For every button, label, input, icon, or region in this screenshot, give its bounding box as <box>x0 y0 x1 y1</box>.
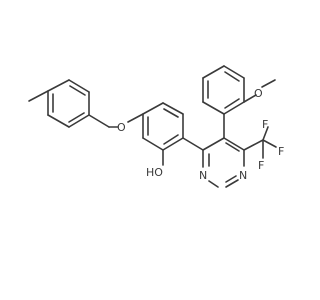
atom-label-methoxy-oxygen: O <box>254 87 263 100</box>
bond <box>225 179 239 188</box>
bond <box>225 175 237 183</box>
bond <box>182 137 204 151</box>
bond <box>202 65 225 79</box>
bond <box>243 94 257 103</box>
bond <box>225 142 240 152</box>
molecule-structure: O O HO N N F F F <box>28 65 284 188</box>
bond <box>68 112 85 123</box>
atom-label-nitrogen-1: N <box>239 169 247 182</box>
atom-label-nitrogen-3: N <box>199 169 207 182</box>
atom-labels: O O HO N N F F F <box>117 87 284 182</box>
bond <box>162 137 184 151</box>
bond <box>223 101 245 115</box>
bond <box>69 85 86 96</box>
bond <box>261 79 276 88</box>
bond <box>163 134 179 145</box>
bond <box>47 114 70 128</box>
bond <box>223 65 245 79</box>
bond <box>163 108 179 118</box>
atom-label-ether-oxygen: O <box>117 121 126 134</box>
bond <box>202 137 225 151</box>
bond <box>68 79 90 93</box>
atom-label-fluorine-3: F <box>258 159 264 172</box>
bond <box>243 139 264 151</box>
bond <box>208 180 219 188</box>
bond <box>68 114 90 128</box>
bond <box>162 102 184 115</box>
bond <box>142 102 164 115</box>
bond <box>224 71 240 82</box>
bond <box>28 90 49 102</box>
bond <box>88 114 110 128</box>
bond <box>223 137 245 151</box>
bond <box>127 113 144 123</box>
atom-label-fluorine-1: F <box>262 118 268 131</box>
bond <box>262 126 269 141</box>
atom-label-hydroxyl: HO <box>146 166 163 179</box>
atom-label-fluorine-2: F <box>278 145 284 158</box>
bond <box>142 137 164 151</box>
bonds <box>28 65 277 188</box>
bond <box>202 101 225 115</box>
bond <box>262 139 277 148</box>
bond <box>47 79 70 92</box>
bond <box>224 98 240 109</box>
